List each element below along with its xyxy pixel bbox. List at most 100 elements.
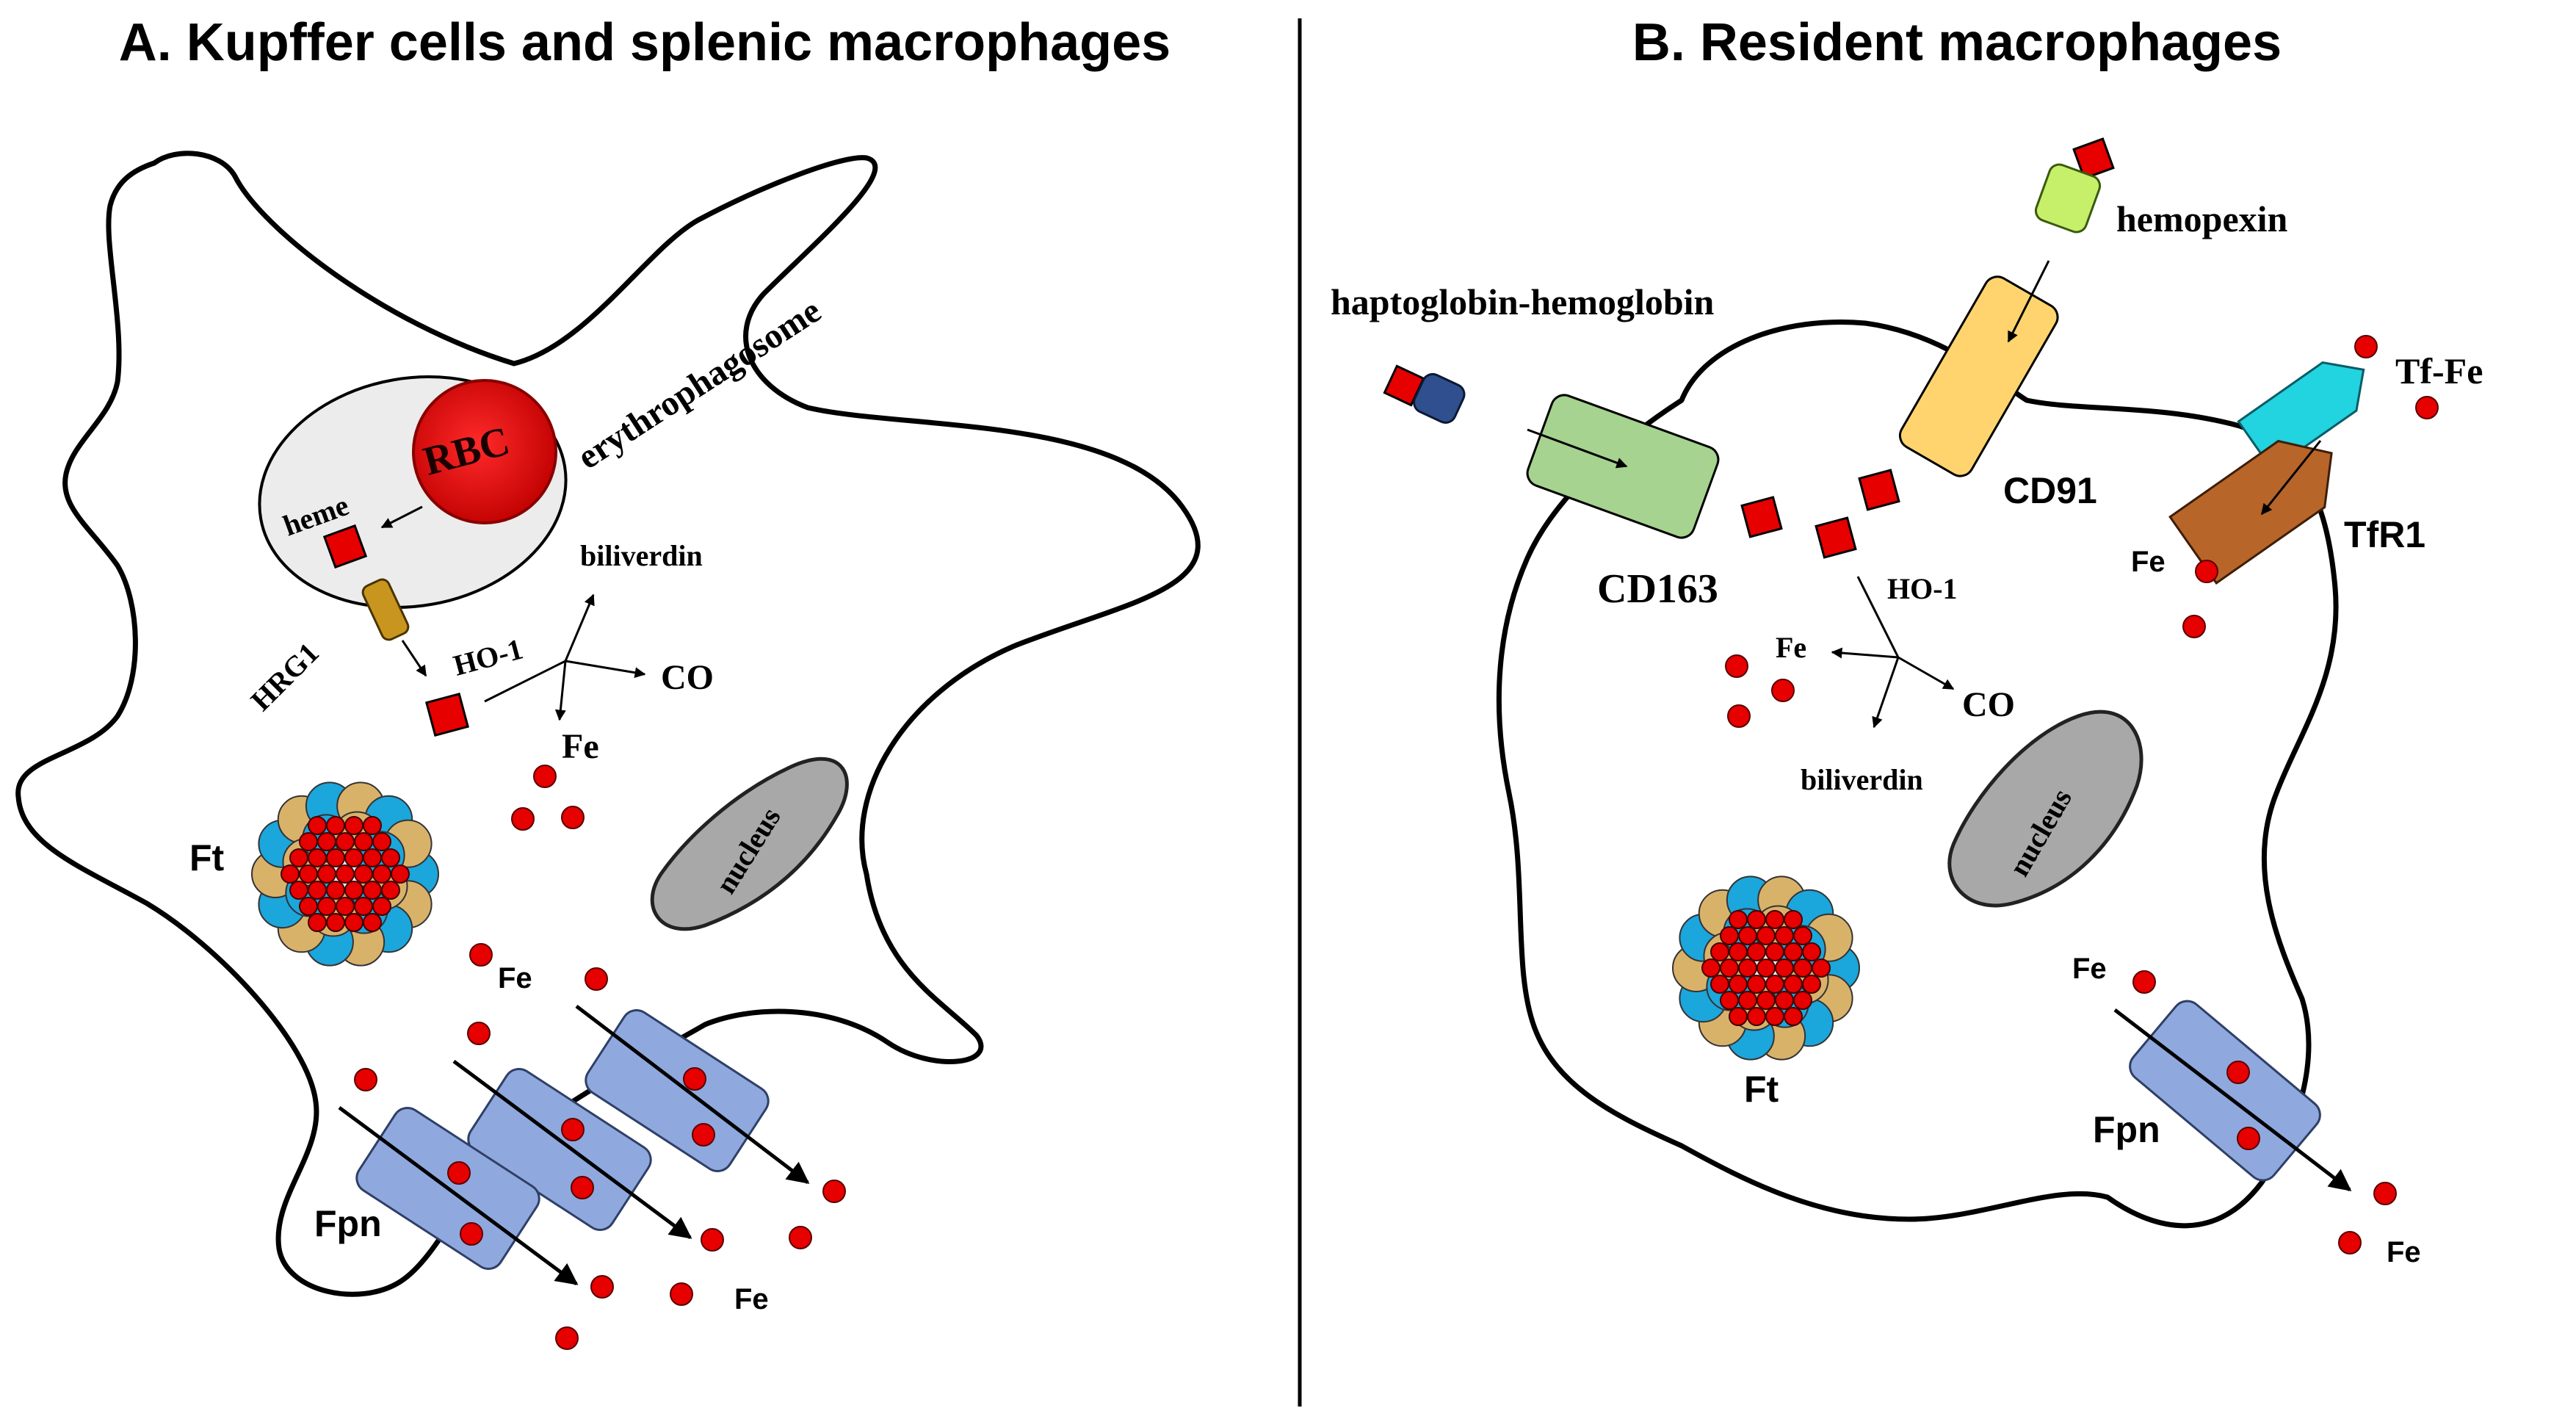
ferritin-iron-core xyxy=(1738,958,1757,978)
ferritin-iron-core xyxy=(1729,910,1748,929)
ferritin-iron-core xyxy=(1729,1007,1748,1026)
hrg1-label: HRG1 xyxy=(245,636,325,717)
cd91-receptor xyxy=(1898,275,2059,477)
iron-dot xyxy=(2195,560,2218,583)
iron-dot xyxy=(460,1222,483,1246)
ferritin-iron-core xyxy=(1784,942,1803,961)
iron-dot xyxy=(2226,1061,2250,1084)
iron-dot xyxy=(822,1180,846,1203)
ferritin-iron-core xyxy=(363,848,382,867)
ferritin-iron-core xyxy=(1701,958,1721,978)
tfr1-label: TfR1 xyxy=(2344,514,2425,555)
ferritin-iron-core xyxy=(1747,942,1766,961)
ferritin-iron-core xyxy=(354,832,373,851)
ferritin-iron-core xyxy=(326,881,345,900)
ferritin-iron-core xyxy=(1793,991,1812,1010)
fe-cytosol-label: Fe xyxy=(562,727,599,766)
ferritin-iron-core xyxy=(1710,942,1729,961)
ferritin-iron-core xyxy=(1793,926,1812,945)
biliverdin-label-b: biliverdin xyxy=(1801,763,1923,796)
fe-cytosol-label-b: Fe xyxy=(1776,631,1806,664)
resident-macrophage-membrane xyxy=(1496,319,2339,1229)
iron-dot xyxy=(561,806,585,829)
fpn-label: Fpn xyxy=(314,1203,382,1244)
ferroportin xyxy=(2129,1000,2321,1182)
iron-dot xyxy=(585,967,608,991)
iron-dot xyxy=(683,1067,706,1091)
iron-dot xyxy=(469,943,493,967)
ferritin-iron-core xyxy=(344,881,363,900)
ferritin-iron-core xyxy=(1775,926,1794,945)
ferritin-iron-core xyxy=(1738,991,1757,1010)
ferritin-iron-core xyxy=(1738,926,1757,945)
ferritin-iron-core xyxy=(1756,991,1776,1010)
ferritin-iron-core xyxy=(1775,958,1794,978)
iron-dot xyxy=(533,765,557,788)
hrg1-transporter xyxy=(361,578,410,641)
co-label: CO xyxy=(661,658,714,697)
ferritin-iron-core xyxy=(308,881,327,900)
ferritin-iron-core xyxy=(308,913,327,932)
fe-export-label-b: Fe xyxy=(2072,953,2107,985)
iron-dot xyxy=(467,1022,491,1045)
ferritin xyxy=(1672,875,1860,1061)
ferritin-iron-core xyxy=(1756,926,1776,945)
ferritin-iron-core xyxy=(391,864,410,884)
iron-dot xyxy=(555,1326,579,1350)
ferritin-iron-core xyxy=(308,848,327,867)
ferritin-iron-core xyxy=(1710,975,1729,994)
ferritin-iron-core xyxy=(363,881,382,900)
ferritin-iron-core xyxy=(336,864,355,884)
iron-dot xyxy=(2373,1182,2397,1205)
ferritin-iron-core xyxy=(1784,1007,1803,1026)
fpn-label-b: Fpn xyxy=(2093,1109,2160,1150)
iron-dot xyxy=(789,1226,812,1249)
ferritin-iron-core xyxy=(289,848,308,867)
ferritin-iron-core xyxy=(308,816,327,835)
iron-dot xyxy=(1771,679,1795,702)
ferritin-iron-core xyxy=(363,816,382,835)
heme-square xyxy=(322,524,368,569)
cd91-label: CD91 xyxy=(2003,470,2097,511)
fe-out-label-b: Fe xyxy=(2387,1236,2421,1268)
co-label-b: CO xyxy=(1962,685,2015,724)
ferritin-iron-core xyxy=(1765,1007,1784,1026)
ft-label: Ft xyxy=(189,837,225,878)
ho1-label: HO-1 xyxy=(450,632,527,682)
heme-square-cytosol xyxy=(424,692,470,737)
iron-dot xyxy=(511,807,535,831)
panel-a: RBC erythrophagosome heme HRG1 HO-1 bili… xyxy=(15,151,1201,1350)
fe-tfr-label: Fe xyxy=(2131,546,2166,578)
heme-square xyxy=(1858,469,1900,511)
ferritin-iron-core xyxy=(1729,975,1748,994)
ferritin-iron-core xyxy=(326,816,345,835)
ferritin-iron-core xyxy=(299,897,318,916)
haptoglobin-hemoglobin-label: haptoglobin-hemoglobin xyxy=(1331,281,1715,322)
ferritin-iron-core xyxy=(326,913,345,932)
ferritin-iron-core xyxy=(381,848,400,867)
ferritin-iron-core xyxy=(281,864,300,884)
iron-dot xyxy=(692,1123,715,1147)
iron-dot xyxy=(561,1118,585,1141)
iron-dot xyxy=(670,1282,693,1306)
ferritin-iron-core xyxy=(336,832,355,851)
ferritin-iron-core xyxy=(1747,910,1766,929)
ferritin-iron-core xyxy=(1756,958,1776,978)
ferritin-iron-core xyxy=(372,864,391,884)
ferritin-iron-core xyxy=(1775,991,1794,1010)
ferritin-iron-core xyxy=(289,881,308,900)
cd163-label: CD163 xyxy=(1597,566,1718,612)
ferritin-iron-core xyxy=(326,848,345,867)
tf-fe-label: Tf-Fe xyxy=(2395,350,2483,391)
iron-dot xyxy=(354,1068,377,1091)
heme-square xyxy=(1740,496,1783,538)
ferritin-iron-core xyxy=(1784,910,1803,929)
iron-dot xyxy=(2415,396,2439,419)
hemopexin xyxy=(2034,163,2102,234)
panel-b-title: B. Resident macrophages xyxy=(1632,13,2282,72)
ferritin-iron-core xyxy=(344,848,363,867)
iron-dot xyxy=(447,1161,471,1185)
iron-dot xyxy=(2132,970,2156,994)
haptoglobin xyxy=(1413,372,1466,424)
iron-dot xyxy=(2338,1231,2362,1254)
